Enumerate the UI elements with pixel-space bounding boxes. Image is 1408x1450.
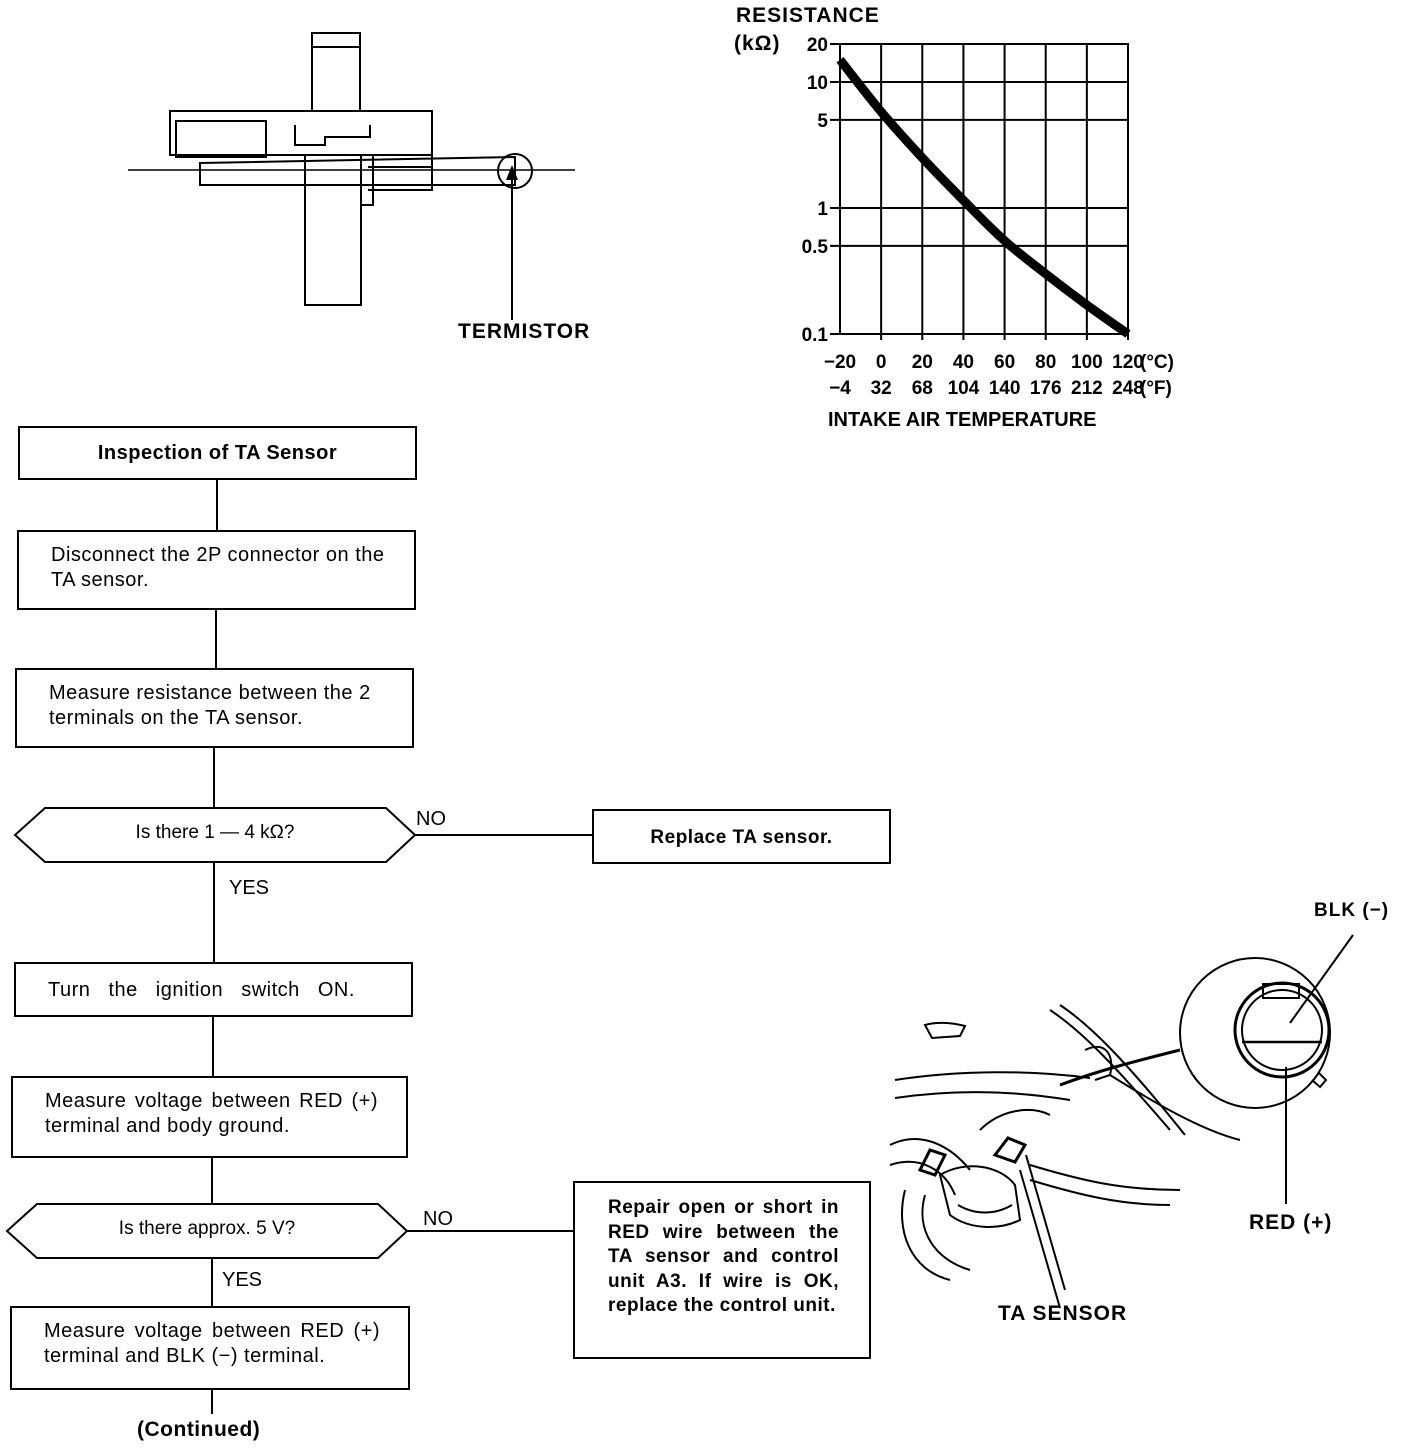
- chart-x-unit-f: (°F): [1140, 378, 1172, 399]
- decision2-no-label: NO: [423, 1208, 453, 1230]
- chart-y-title: RESISTANCE: [736, 4, 880, 27]
- chart-y-tick-label: 10: [807, 73, 828, 94]
- resistance-temperature-chart: 20 10 5 1 0.5 0.1 −20 0 20 40 60 80 100 120 −4 32 68 104…: [802, 35, 1174, 399]
- chart-x-tick-label-f: 140: [989, 378, 1021, 399]
- red-terminal-label: RED (+): [1249, 1211, 1333, 1234]
- blk-terminal-label: BLK (−): [1314, 900, 1390, 921]
- chart-x-tick-label-f: 248: [1112, 378, 1144, 399]
- chart-y-tick-label: 5: [817, 111, 828, 132]
- chart-x-tick-label-c: 120: [1112, 352, 1144, 373]
- flow-step5-text: Measure voltage between RED (+) terminal…: [44, 1320, 380, 1367]
- chart-y-tick-label: 0.1: [802, 325, 829, 346]
- decision1-yes-label: YES: [229, 877, 270, 899]
- chart-y-unit: (kΩ): [734, 32, 781, 55]
- decision2-shape: [5, 1203, 409, 1259]
- decision1-shape: [13, 807, 417, 863]
- chart-x-title: INTAKE AIR TEMPERATURE: [828, 409, 1097, 431]
- thermistor-label: TERMISTOR: [458, 320, 591, 343]
- flow-step1-box: Disconnect the 2P connector on the TA se…: [17, 530, 416, 610]
- chart-y-tick-label: 20: [807, 35, 828, 56]
- chart-x-tick-label-c: 40: [953, 352, 974, 373]
- chart-x-tick-label-f: 32: [871, 378, 892, 399]
- chart-x-tick-label-c: 60: [994, 352, 1015, 373]
- flow-step3-box: Turn the ignition switch ON.: [14, 962, 413, 1017]
- chart-x-tick-label-c: 80: [1035, 352, 1056, 373]
- flow-start-box: Inspection of TA Sensor: [18, 426, 417, 480]
- chart-x-unit-c: (°C): [1140, 352, 1174, 373]
- decision1-text: Is there 1 — 4 kΩ?: [135, 822, 295, 843]
- repair-wire-text: Repair open or short in RED wire between…: [608, 1197, 839, 1316]
- flow-step2-box: Measure resistance between the 2 termina…: [15, 668, 414, 748]
- flow-step4-box: Measure voltage between RED (+) terminal…: [11, 1076, 408, 1158]
- chart-x-tick-label-f: 104: [948, 378, 980, 399]
- flow-step4-text: Measure voltage between RED (+) terminal…: [45, 1090, 378, 1137]
- chart-y-tick-label: 1: [817, 199, 828, 220]
- decision1-no-label: NO: [416, 808, 446, 830]
- chart-x-tick-label-f: 176: [1030, 378, 1062, 399]
- decision2-text: Is there approx. 5 V?: [118, 1218, 296, 1239]
- flow-step1-text: Disconnect the 2P connector on the TA se…: [51, 544, 385, 591]
- flowchart-connectors: [5, 480, 592, 1414]
- chart-x-tick-label-c: −20: [824, 352, 856, 373]
- continued-label: (Continued): [137, 1418, 261, 1441]
- sensor-cross-section-drawing: [128, 32, 575, 320]
- chart-y-tick-label: 0.5: [802, 237, 829, 258]
- ta-sensor-label: TA SENSOR: [998, 1302, 1128, 1325]
- chart-x-tick-label-f: 68: [912, 378, 933, 399]
- flow-step5-box: Measure voltage between RED (+) terminal…: [10, 1306, 410, 1390]
- repair-wire-box: Repair open or short in RED wire between…: [573, 1181, 871, 1359]
- flow-start-text: Inspection of TA Sensor: [97, 442, 338, 464]
- flow-step3-text: Turn the ignition switch ON.: [48, 979, 355, 1001]
- replace-sensor-text: Replace TA sensor.: [650, 827, 833, 848]
- chart-x-tick-label-f: −4: [829, 378, 851, 399]
- chart-x-tick-label-c: 0: [876, 352, 887, 373]
- flow-step2-text: Measure resistance between the 2 termina…: [49, 682, 371, 729]
- resistance-curve: [836, 56, 1131, 338]
- replace-sensor-box: Replace TA sensor.: [592, 809, 891, 864]
- decision2-yes-label: YES: [222, 1269, 263, 1291]
- engine-bay-illustration: [889, 934, 1354, 1309]
- chart-x-tick-label-c: 100: [1071, 352, 1103, 373]
- chart-x-tick-label-f: 212: [1071, 378, 1103, 399]
- chart-x-tick-label-c: 20: [912, 352, 933, 373]
